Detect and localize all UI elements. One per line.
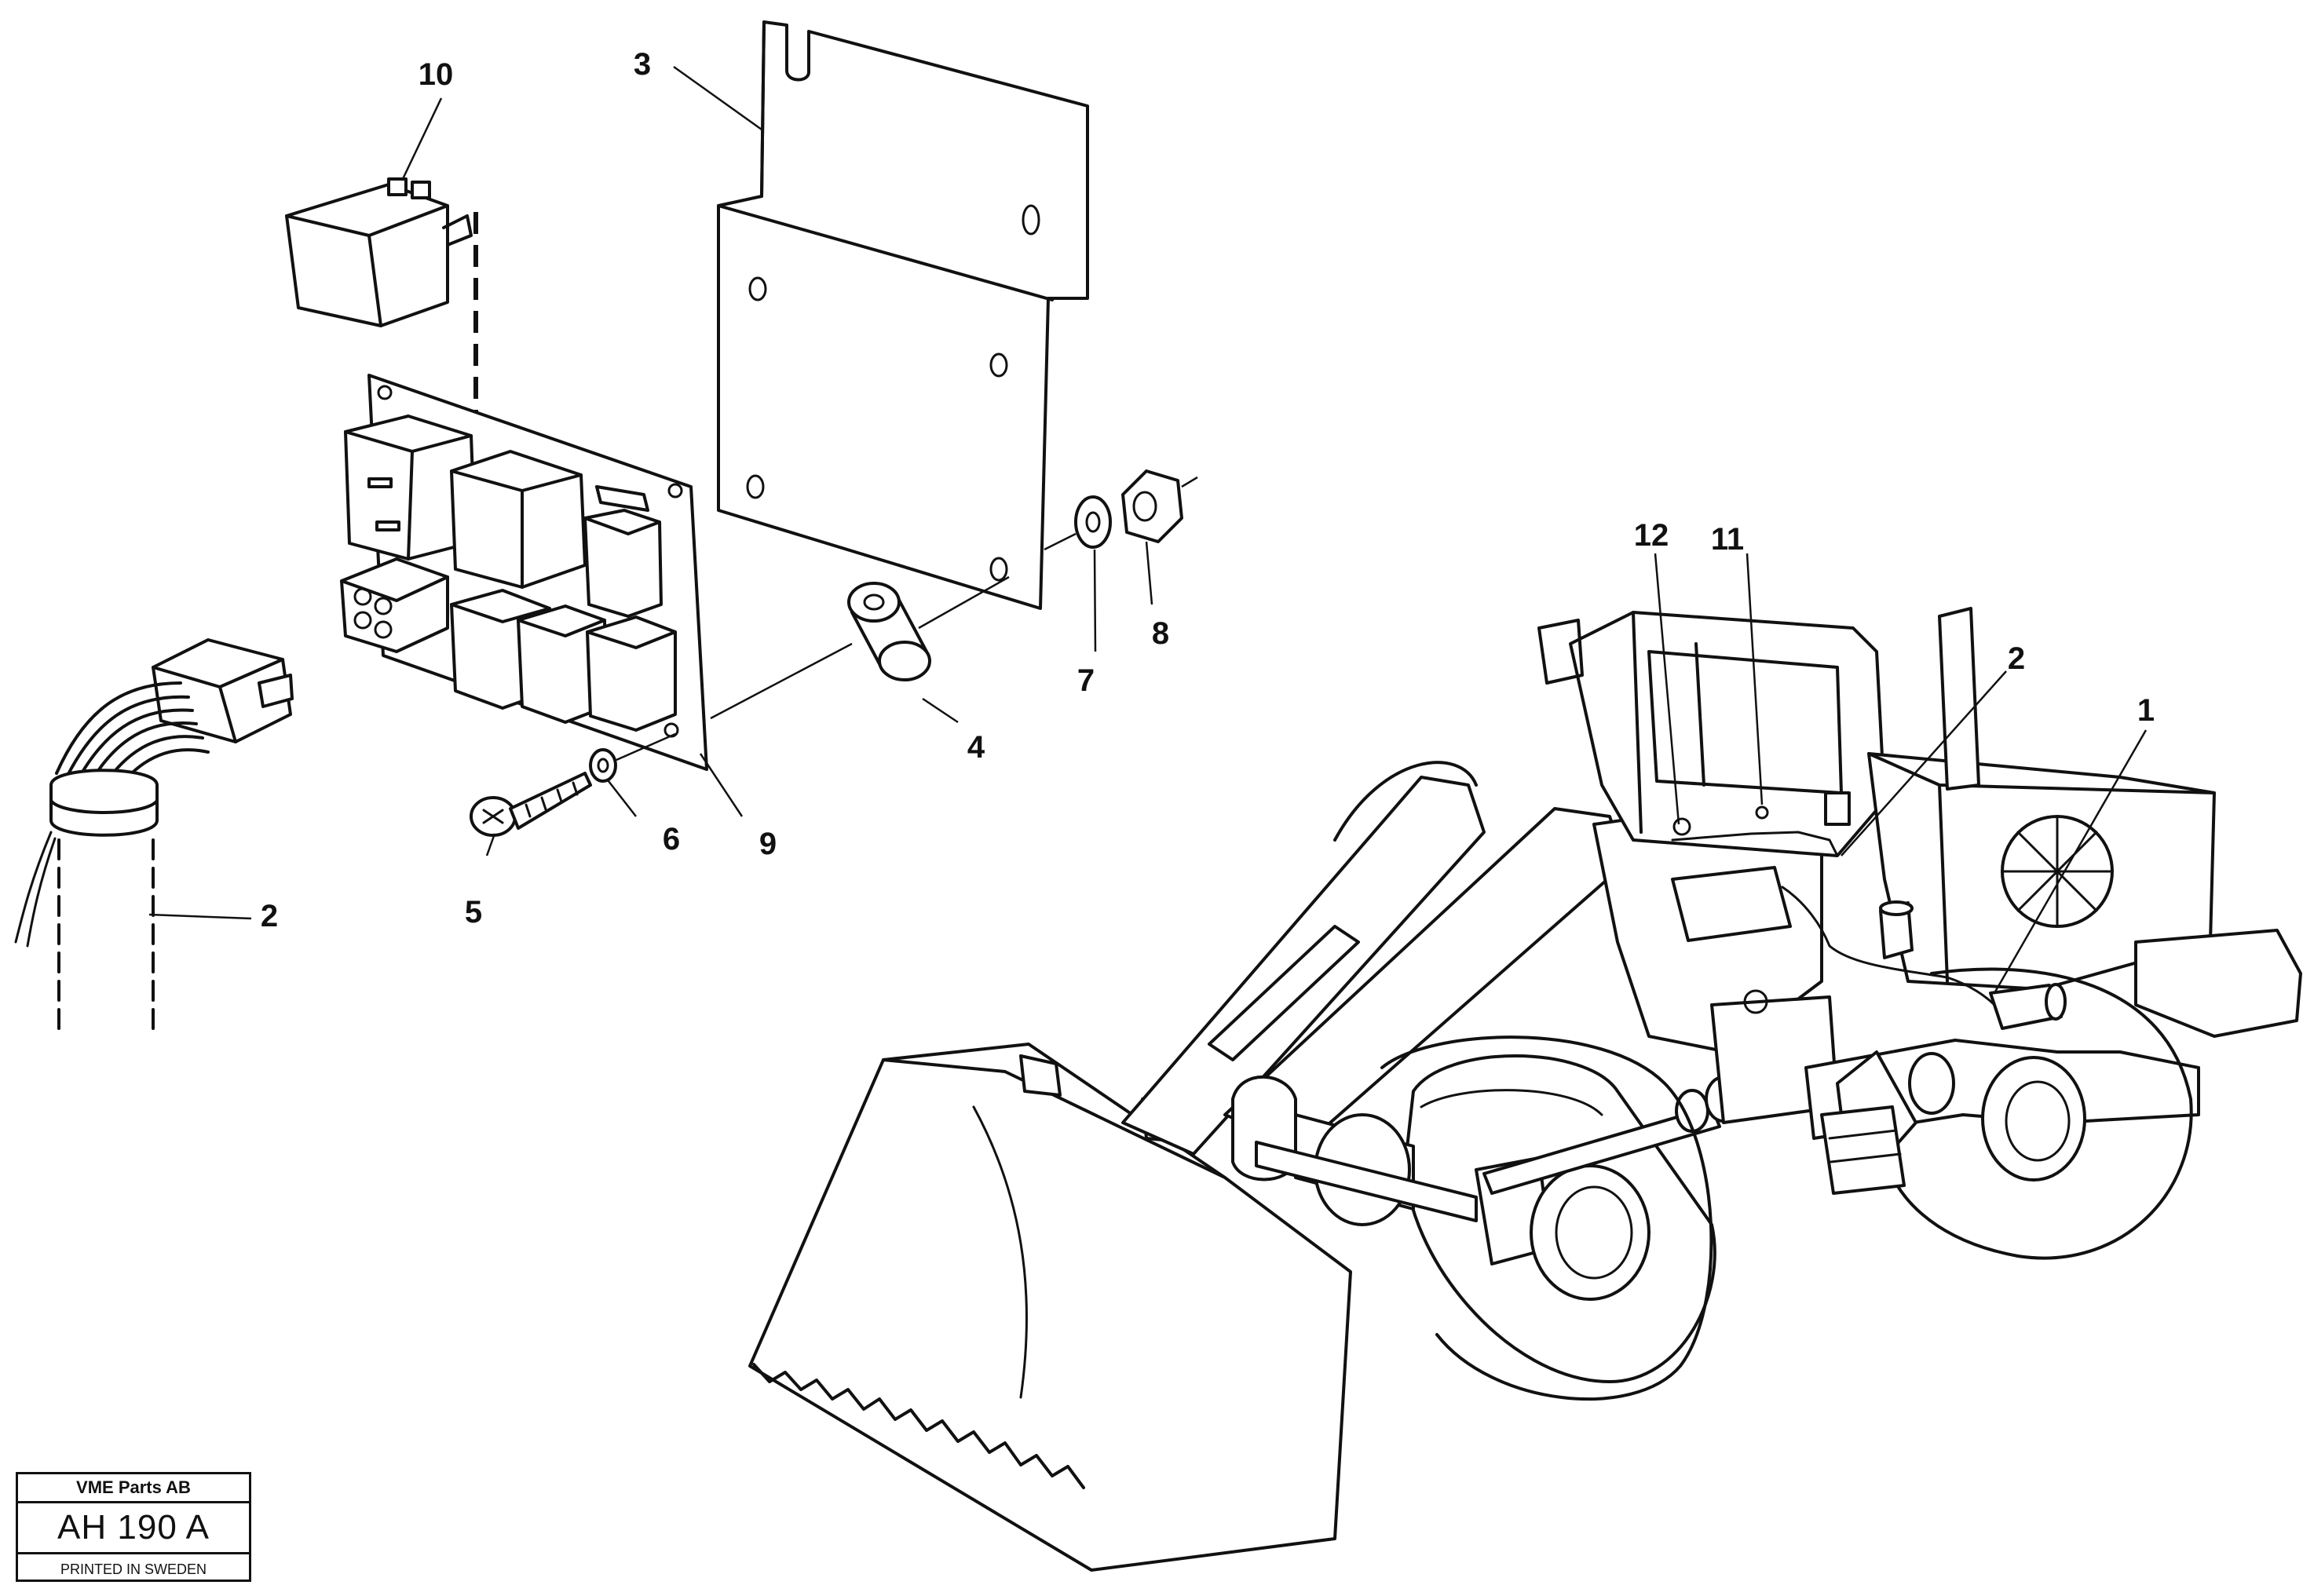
callout-4: 4 <box>967 730 985 765</box>
callout-3: 3 <box>634 47 651 82</box>
washer-part-6 <box>589 748 617 783</box>
callout-8: 8 <box>1152 616 1169 651</box>
callout-1: 1 <box>2137 693 2155 728</box>
title-block: VME Parts AB AH 190 A PRINTED IN SWEDEN <box>16 1472 251 1582</box>
assembly-line <box>1044 532 1077 551</box>
printed-note: PRINTED IN SWEDEN <box>60 1561 207 1577</box>
relay-board-part-9 <box>340 374 708 771</box>
washer-part-7 <box>1074 495 1112 549</box>
drawing-code: AH 190 A <box>18 1503 249 1554</box>
assembly-line <box>710 642 853 720</box>
screw-part-5 <box>470 772 592 837</box>
callout-2-machine: 2 <box>2008 641 2025 676</box>
bracket-part-3 <box>717 20 1089 610</box>
wiring-harness-connector <box>14 638 294 1030</box>
assembly-line <box>616 732 676 761</box>
callout-10: 10 <box>419 57 454 92</box>
nut-part-8 <box>1121 469 1183 543</box>
company-name: VME Parts AB <box>18 1474 249 1503</box>
callout-12: 12 <box>1634 518 1669 553</box>
wheel-loader-illustration <box>748 607 2302 1572</box>
assembly-line <box>1181 476 1198 488</box>
callout-2-harness: 2 <box>261 899 278 933</box>
relay-part-10 <box>285 177 473 327</box>
leader-lines <box>148 65 2148 994</box>
callout-9: 9 <box>759 827 777 861</box>
callout-11: 11 <box>1711 522 1744 557</box>
callout-5: 5 <box>465 895 482 929</box>
spacer-part-4 <box>847 582 931 681</box>
callout-6: 6 <box>663 822 680 856</box>
callout-numbers: 10 3 4 5 6 7 8 9 2 12 11 2 1 <box>261 47 2155 933</box>
callout-7: 7 <box>1077 663 1095 698</box>
assembly-line <box>918 575 1010 630</box>
